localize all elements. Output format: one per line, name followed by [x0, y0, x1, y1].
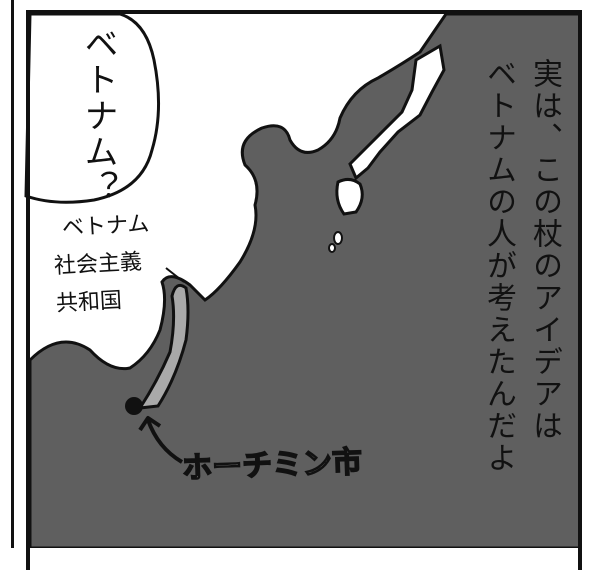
korea-peninsula: [335, 177, 364, 216]
ho-chi-minh-city-marker: [125, 397, 143, 415]
comic-panel: ベトナム？ 実は、この杖のアイデアは ベトナムの人が考えたんだよ ベトナム 社会…: [0, 0, 582, 570]
speech-bubble-text: ベトナム？: [78, 26, 118, 206]
city-label: ホーチミン市: [181, 444, 364, 487]
vietnam-outline: [137, 283, 190, 410]
previous-panel-edge: [0, 0, 14, 548]
country-label-line-3: 共和国: [55, 288, 123, 317]
japan-island: [348, 43, 446, 181]
pointer-arrow: [146, 419, 184, 464]
map-illustration: [24, 12, 582, 548]
speech-bubble: [24, 12, 160, 204]
taiwan-island: [333, 231, 343, 245]
panel-border: [26, 10, 582, 570]
caption-line-1: 実は、この杖のアイデアは: [527, 58, 562, 442]
caption-line-2: ベトナムの人が考えたんだよ: [481, 58, 516, 474]
small-island: [328, 243, 336, 253]
country-label-line-2: 社会主義: [53, 249, 143, 280]
country-label-line-1: ベトナム: [61, 211, 150, 242]
arrow-head-icon: [138, 416, 162, 432]
label-tail: [165, 267, 185, 283]
asia-landmass: [28, 12, 582, 548]
